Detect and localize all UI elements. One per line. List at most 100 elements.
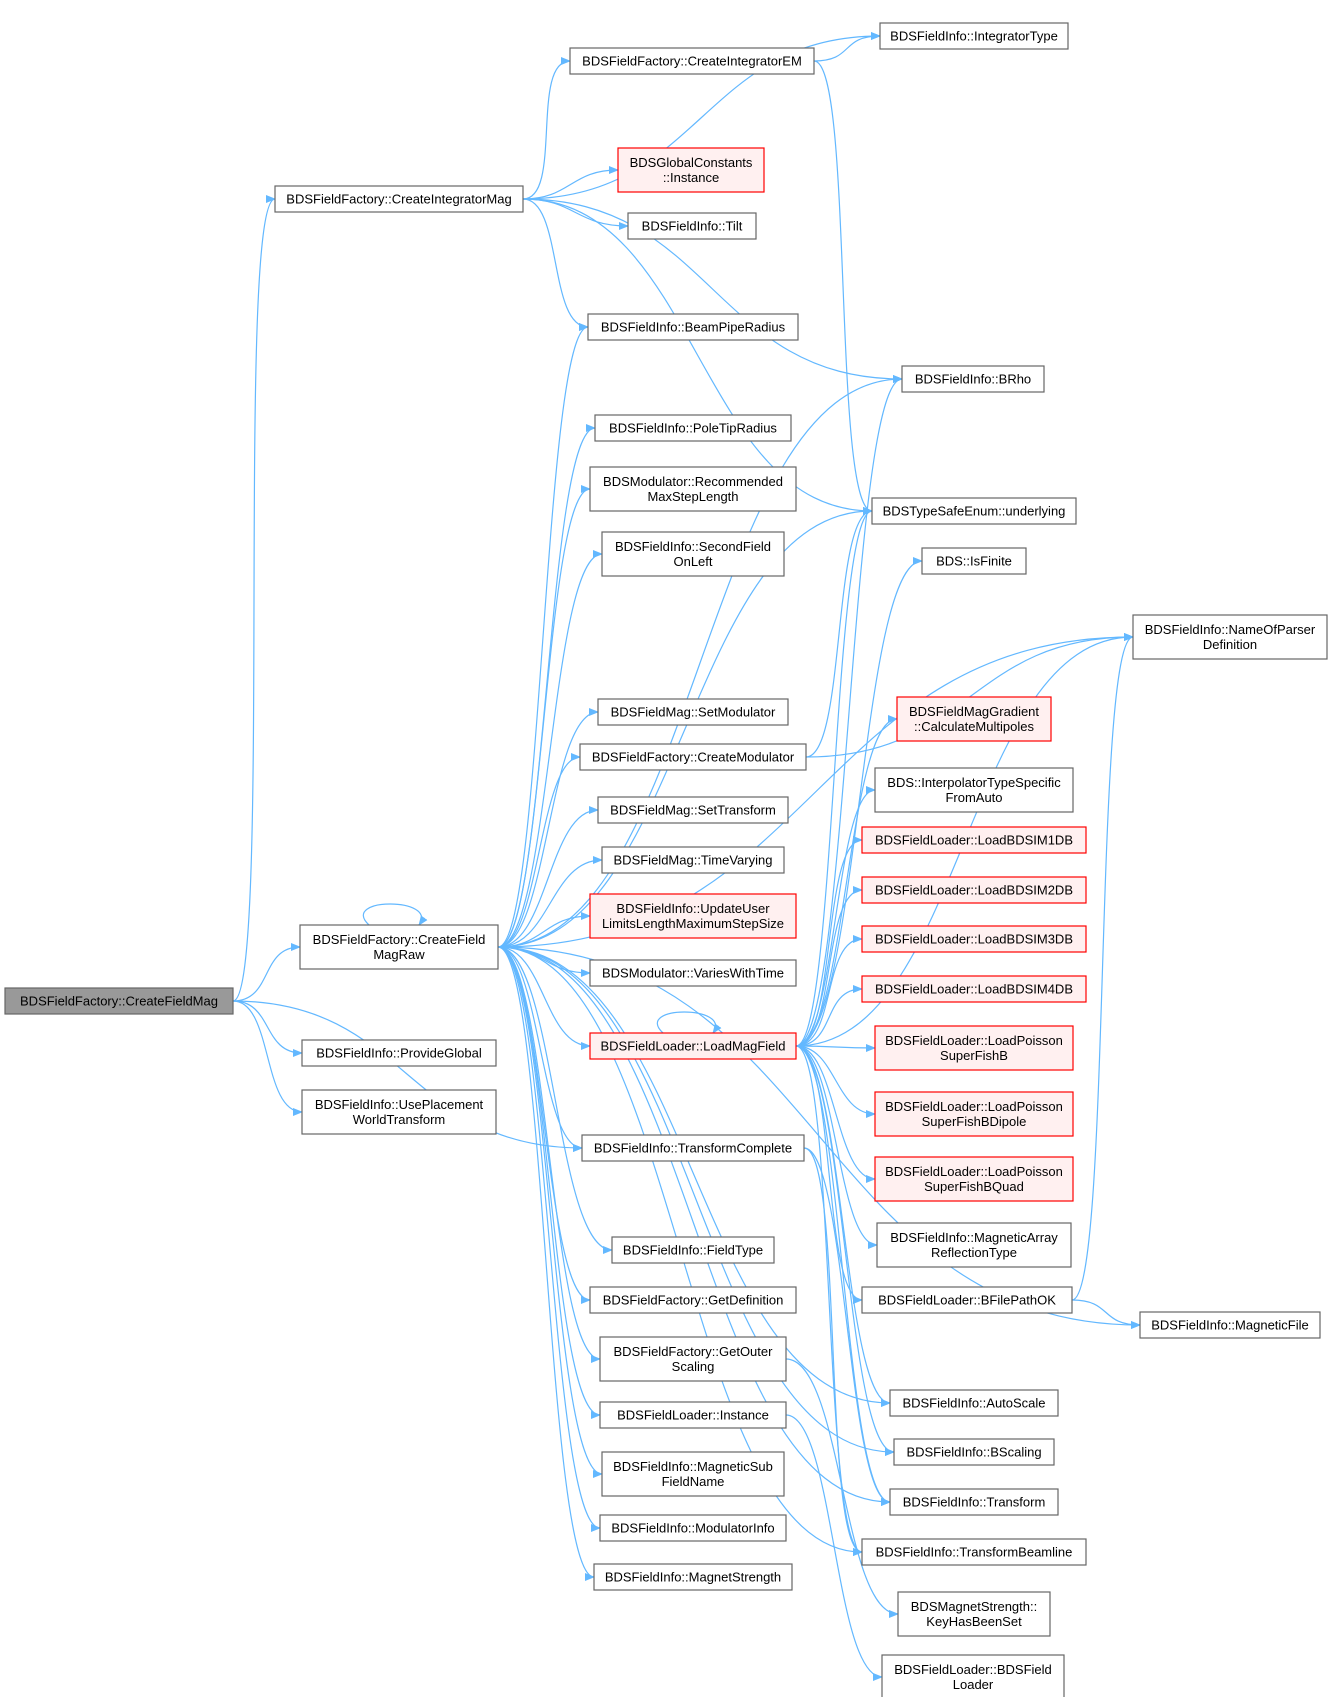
node-box — [901, 365, 1045, 393]
node-magfile[interactable]: BDSFieldInfo::MagneticFile — [1139, 1311, 1321, 1339]
node-provglobal[interactable]: BDSFieldInfo::ProvideGlobal — [301, 1039, 497, 1067]
node-autoscale[interactable]: BDSFieldInfo::AutoScale — [889, 1389, 1059, 1417]
node-settrans[interactable]: BDSFieldMag::SetTransform — [597, 796, 789, 824]
node-transcomp[interactable]: BDSFieldInfo::TransformComplete — [581, 1134, 805, 1162]
node-box — [601, 531, 785, 577]
node-transbeam[interactable]: BDSFieldInfo::TransformBeamline — [861, 1538, 1087, 1566]
node-box — [617, 147, 765, 193]
node-label-line: Scaling — [672, 1359, 715, 1374]
node-load4d[interactable]: BDSFieldLoader::LoadBDSIM4DB — [861, 975, 1087, 1003]
node-modinfo[interactable]: BDSFieldInfo::ModulatorInfo — [599, 1514, 787, 1542]
node-box — [587, 313, 799, 341]
node-intem[interactable]: BDSFieldFactory::CreateIntegratorEM — [569, 47, 815, 75]
node-box — [921, 547, 1027, 575]
node-fieldtype[interactable]: BDSFieldInfo::FieldType — [611, 1236, 775, 1264]
node-label-line: BDSFieldInfo::BRho — [915, 372, 1031, 387]
node-beampipe[interactable]: BDSFieldInfo::BeamPipeRadius — [587, 313, 799, 341]
node-box — [299, 924, 499, 970]
node-magarray[interactable]: BDSFieldInfo::MagneticArrayReflectionTyp… — [876, 1222, 1072, 1268]
node-box — [861, 975, 1087, 1003]
node-label-line: ::CalculateMultipoles — [914, 719, 1034, 734]
node-box — [893, 1438, 1055, 1466]
node-box — [589, 1032, 797, 1060]
node-setmod[interactable]: BDSFieldMag::SetModulator — [597, 698, 789, 726]
node-load1d[interactable]: BDSFieldLoader::LoadBDSIM1DB — [861, 826, 1087, 854]
node-load2d[interactable]: BDSFieldLoader::LoadBDSIM2DB — [861, 876, 1087, 904]
node-loadmag[interactable]: BDSFieldLoader::LoadMagField — [589, 1032, 797, 1060]
edge-loadmag-to-isfinite — [795, 557, 923, 1047]
node-label-line: BDSFieldInfo::SecondField — [615, 539, 771, 554]
edge-magraw-to-setmod — [497, 708, 599, 948]
node-label-line: WorldTransform — [353, 1112, 445, 1127]
node-load3d[interactable]: BDSFieldLoader::LoadBDSIM3DB — [861, 925, 1087, 953]
node-varies[interactable]: BDSModulator::VariesWithTime — [589, 959, 797, 987]
node-label-line: BDS::InterpolatorTypeSpecific — [887, 775, 1061, 790]
node-loaderinst[interactable]: BDSFieldLoader::Instance — [599, 1401, 787, 1429]
node-label-line: BDSFieldLoader::BFilePathOK — [878, 1293, 1056, 1308]
node-label-line: BDSFieldLoader::LoadBDSIM4DB — [875, 982, 1073, 997]
node-poissondip[interactable]: BDSFieldLoader::LoadPoissonSuperFishBDip… — [874, 1091, 1074, 1137]
node-box — [4, 987, 234, 1015]
node-timevar[interactable]: BDSFieldMag::TimeVarying — [601, 846, 785, 874]
node-box — [589, 893, 797, 939]
node-box — [599, 1336, 787, 1382]
node-isfinite[interactable]: BDS::IsFinite — [921, 547, 1027, 575]
node-label-line: BDSFieldInfo::AutoScale — [902, 1396, 1045, 1411]
node-transform[interactable]: BDSFieldInfo::Transform — [889, 1488, 1059, 1516]
edge-magraw-to-transform — [497, 946, 891, 1506]
node-calcmulti[interactable]: BDSFieldMagGradient::CalculateMultipoles — [896, 696, 1052, 742]
node-brho[interactable]: BDSFieldInfo::BRho — [901, 365, 1045, 393]
node-box — [569, 47, 815, 75]
edge-intmag-to-brho — [522, 198, 903, 383]
edge-magraw-self-loop — [362, 903, 428, 926]
node-updateuser[interactable]: BDSFieldInfo::UpdateUserLimitsLengthMaxi… — [589, 893, 797, 939]
node-focus[interactable]: BDSFieldFactory::CreateFieldMag — [4, 987, 234, 1015]
node-inttype[interactable]: BDSFieldInfo::IntegratorType — [879, 22, 1069, 50]
node-box — [879, 22, 1069, 50]
edge-magraw-to-transcomp — [497, 946, 583, 1152]
node-label-line: BDSFieldLoader::LoadBDSIM2DB — [875, 883, 1073, 898]
node-box — [611, 1236, 775, 1264]
node-box — [874, 1156, 1074, 1202]
node-label-line: BDSFieldLoader::LoadPoisson — [885, 1033, 1063, 1048]
edge-transcomp-to-transbeam — [803, 1147, 863, 1556]
node-box — [897, 1591, 1051, 1637]
node-box — [601, 1451, 785, 1497]
node-box — [889, 1389, 1059, 1417]
edge-magraw-to-magsub — [497, 946, 603, 1478]
edge-magraw-to-createmod — [497, 753, 581, 948]
node-magstrength[interactable]: BDSFieldInfo::MagnetStrength — [593, 1563, 793, 1591]
node-box — [876, 1222, 1072, 1268]
node-label-line: BDSFieldLoader::Instance — [617, 1408, 769, 1423]
edge-magraw-to-beampipe — [497, 323, 589, 948]
node-poletip[interactable]: BDSFieldInfo::PoleTipRadius — [594, 414, 792, 442]
node-label-line: BDSFieldInfo::MagneticArray — [890, 1230, 1058, 1245]
edge-magraw-to-brho — [497, 375, 903, 948]
node-poissonquad[interactable]: BDSFieldLoader::LoadPoissonSuperFishBQua… — [874, 1156, 1074, 1202]
node-intmag[interactable]: BDSFieldFactory::CreateIntegratorMag — [274, 185, 524, 213]
node-box — [896, 696, 1052, 742]
node-keyhas[interactable]: BDSMagnetStrength::KeyHasBeenSet — [897, 1591, 1051, 1637]
node-label-line: BDSFieldFactory::CreateIntegratorEM — [582, 54, 802, 69]
node-label-line: BDSFieldFactory::CreateField — [313, 932, 486, 947]
node-loaderctor[interactable]: BDSFieldLoader::BDSFieldLoader — [881, 1654, 1065, 1697]
node-tilt[interactable]: BDSFieldInfo::Tilt — [627, 212, 757, 240]
edge-magraw-to-timevar — [497, 856, 603, 948]
node-bfilepath[interactable]: BDSFieldLoader::BFilePathOK — [861, 1286, 1073, 1314]
node-box — [874, 1091, 1074, 1137]
node-globconst[interactable]: BDSGlobalConstants::Instance — [617, 147, 765, 193]
node-bscaling[interactable]: BDSFieldInfo::BScaling — [893, 1438, 1055, 1466]
edge-getouter-to-keyhas — [785, 1358, 899, 1618]
node-createmod[interactable]: BDSFieldFactory::CreateModulator — [579, 743, 807, 771]
node-getdef[interactable]: BDSFieldFactory::GetDefinition — [589, 1286, 797, 1314]
node-underlying[interactable]: BDSTypeSafeEnum::underlying — [871, 497, 1077, 525]
